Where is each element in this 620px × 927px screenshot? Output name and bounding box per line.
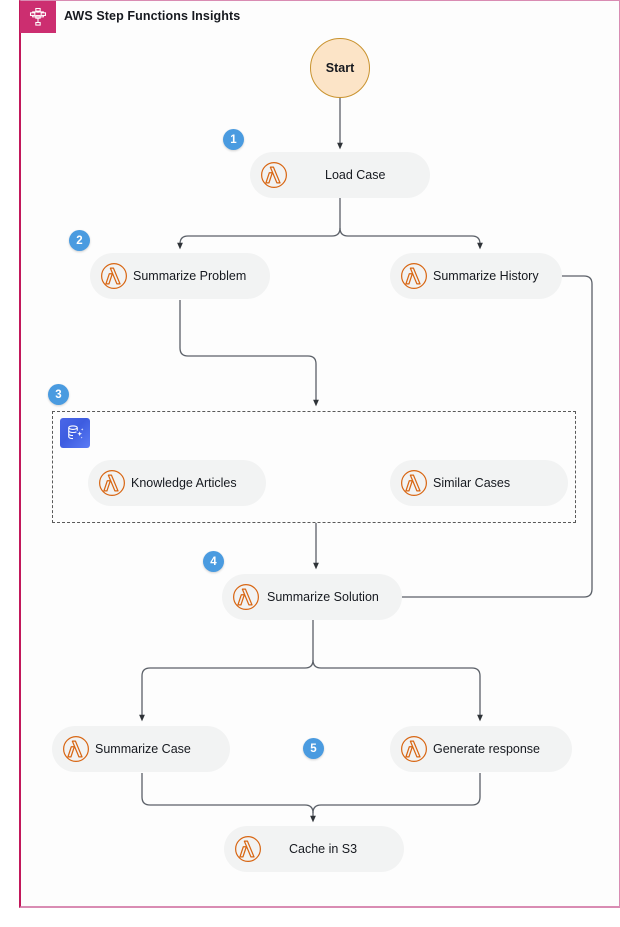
node-label: Summarize Solution <box>267 590 379 604</box>
start-label: Start <box>325 61 355 75</box>
node-knowledge-articles[interactable]: Knowledge Articles <box>88 460 266 506</box>
node-label: Summarize History <box>433 269 539 283</box>
step-badge-5: 5 <box>303 738 324 759</box>
lambda-icon <box>399 261 429 291</box>
step-badge-4: 4 <box>203 551 224 572</box>
node-summarize-case[interactable]: Summarize Case <box>52 726 230 772</box>
lambda-icon <box>99 261 129 291</box>
node-label: Similar Cases <box>433 476 511 490</box>
node-generate-response[interactable]: Generate response <box>390 726 572 772</box>
page-title: AWS Step Functions Insights <box>64 9 241 23</box>
lambda-icon <box>399 468 429 498</box>
node-summarize-history[interactable]: Summarize History <box>390 253 562 299</box>
node-label: Summarize Problem <box>133 269 247 283</box>
step-badge-3: 3 <box>48 384 69 405</box>
node-cache-in-s3[interactable]: Cache in S3 <box>224 826 404 872</box>
lambda-icon <box>231 582 261 612</box>
node-label: Summarize Case <box>95 742 191 756</box>
start-node[interactable]: Start <box>310 38 370 98</box>
lambda-icon <box>259 160 289 190</box>
node-label: Cache in S3 <box>289 842 358 856</box>
knowledge-base-icon <box>60 418 90 448</box>
node-similar-cases[interactable]: Similar Cases <box>390 460 568 506</box>
step-badge-2: 2 <box>69 230 90 251</box>
node-label: Generate response <box>433 742 541 756</box>
node-label: Load Case <box>325 168 386 182</box>
lambda-icon <box>233 834 263 864</box>
node-summarize-solution[interactable]: Summarize Solution <box>222 574 402 620</box>
lambda-icon <box>399 734 429 764</box>
knowledge-group-box <box>52 411 576 523</box>
lambda-icon <box>97 468 127 498</box>
step-functions-icon <box>20 1 56 33</box>
node-load-case[interactable]: Load Case <box>250 152 430 198</box>
step-badge-1: 1 <box>223 129 244 150</box>
lambda-icon <box>61 734 91 764</box>
node-summarize-problem[interactable]: Summarize Problem <box>90 253 270 299</box>
node-label: Knowledge Articles <box>131 476 237 490</box>
